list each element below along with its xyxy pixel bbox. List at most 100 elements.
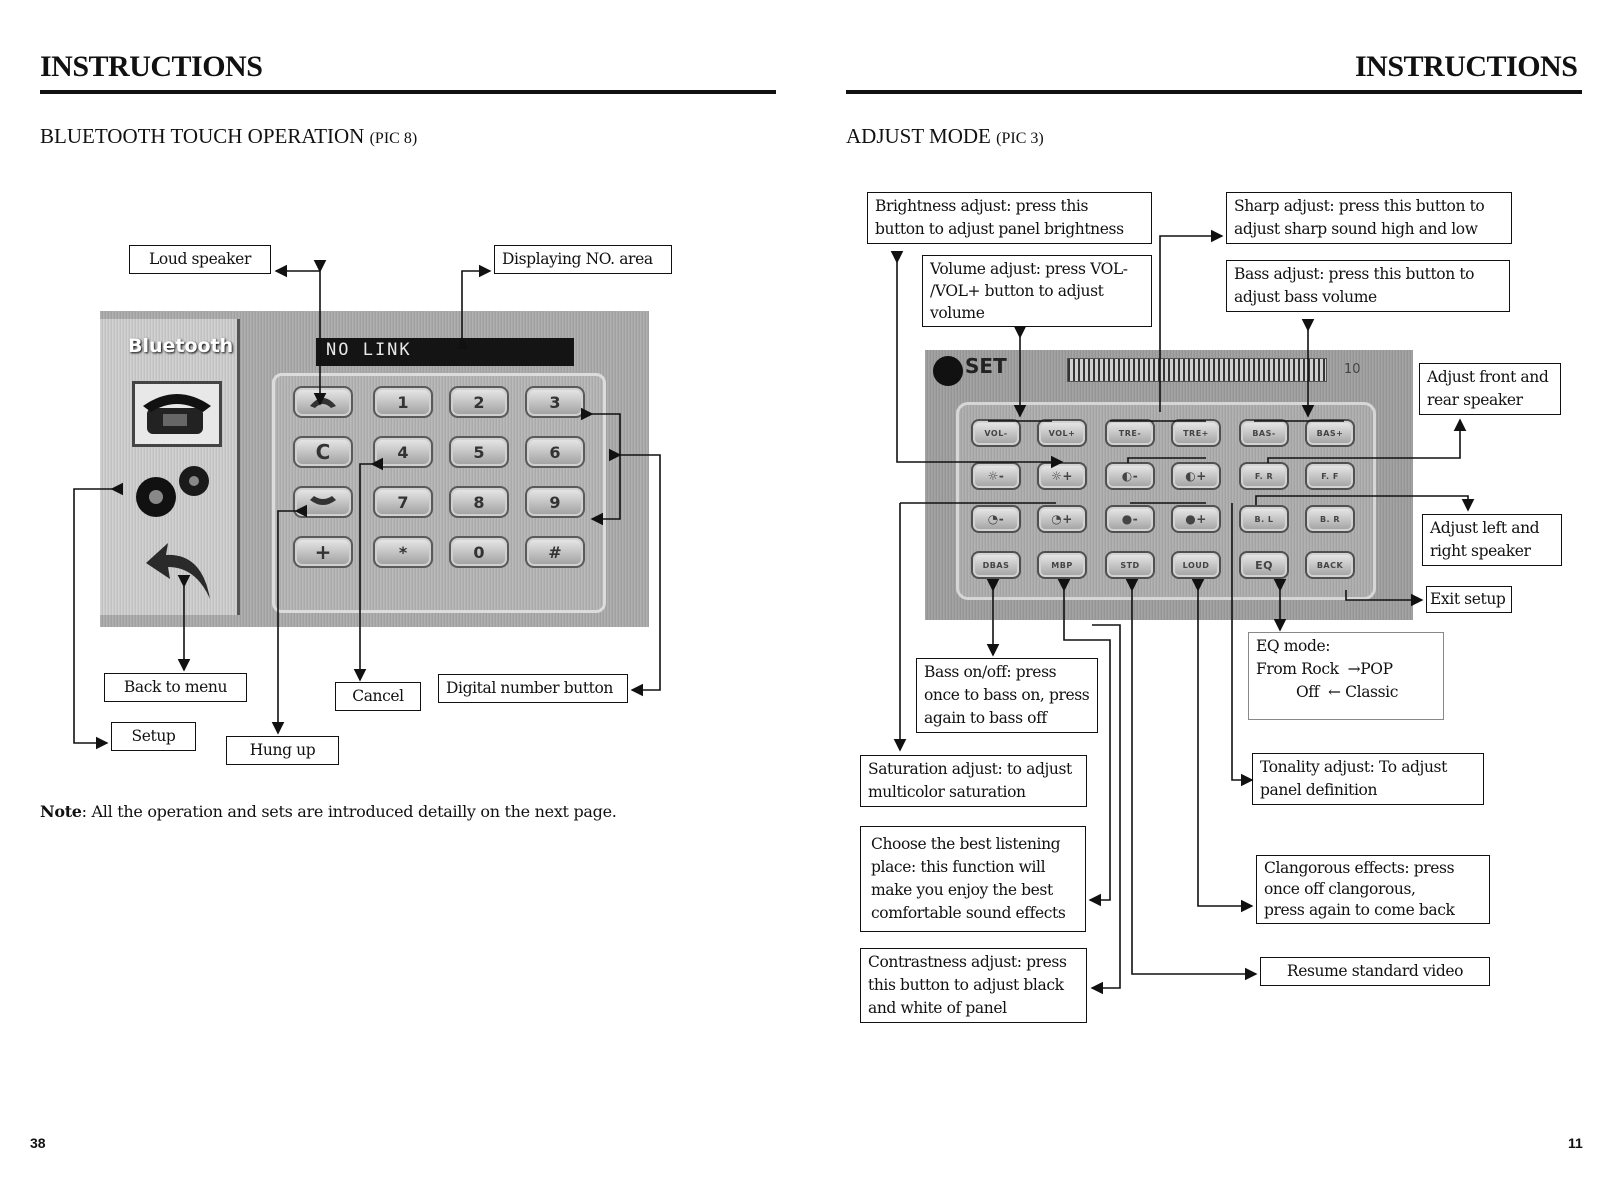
front-rear-key[interactable]: F. R xyxy=(1239,462,1289,490)
dbas-key[interactable]: DBAS xyxy=(971,551,1021,579)
left-right-line-2: right speaker xyxy=(1430,542,1531,560)
back-left-key[interactable]: B. L xyxy=(1239,505,1289,533)
bluetooth-side-menu: Bluetooth xyxy=(100,319,240,615)
resume-standard-video-callout: Resume standard video xyxy=(1260,957,1490,986)
clangorous-line-3: press again to come back xyxy=(1264,901,1455,919)
eq-classic: Classic xyxy=(1345,683,1398,701)
adjust-title-text: ADJUST MODE xyxy=(846,124,991,148)
note-body: : All the operation and sets are introdu… xyxy=(81,802,617,821)
tre-minus-key[interactable]: TRE- xyxy=(1105,419,1155,447)
tonality-callout: Tonality adjust: To adjust panel definit… xyxy=(1252,753,1484,805)
hang-up-key[interactable] xyxy=(293,486,353,518)
front-rear-line-2: rear speaker xyxy=(1427,391,1523,409)
listening-place-callout: Choose the best listening place: this fu… xyxy=(860,826,1086,932)
key-2[interactable]: 2 xyxy=(449,386,509,418)
front-rear-callout: Adjust front and rear speaker xyxy=(1419,363,1561,415)
level-bar xyxy=(1067,358,1327,382)
adjust-section-title: ADJUST MODE (PIC 3) xyxy=(846,124,1044,149)
displaying-no-area-callout: Displaying NO. area xyxy=(494,245,672,274)
back-arrow-icon xyxy=(140,533,220,603)
eq-cycle-row-1: From Rock →POP xyxy=(1256,658,1436,681)
mbp-key[interactable]: MBP xyxy=(1037,551,1087,579)
tonality-minus-key[interactable]: ●- xyxy=(1105,505,1155,533)
contrast-plus-key[interactable]: ◐+ xyxy=(1171,462,1221,490)
left-header-rule xyxy=(40,90,776,94)
contrast-line-2: this button to adjust black xyxy=(868,976,1064,994)
std-key[interactable]: STD xyxy=(1105,551,1155,579)
key-4[interactable]: 4 xyxy=(373,436,433,468)
number-display-area: NO LINK xyxy=(316,338,574,366)
cancel-key[interactable]: C xyxy=(293,436,353,468)
left-page-header: INSTRUCTIONS xyxy=(40,50,263,83)
clangorous-line-1: Clangorous effects: press xyxy=(1264,859,1455,877)
key-hash[interactable]: # xyxy=(525,536,585,568)
tonality-line-2: panel definition xyxy=(1260,781,1378,799)
eq-cycle-row-2: Off ← Classic xyxy=(1256,681,1436,704)
front-front-key[interactable]: F. F xyxy=(1305,462,1355,490)
left-right-callout: Adjust left and right speaker xyxy=(1422,514,1562,566)
eq-arrow-right-icon: → xyxy=(1343,660,1361,678)
hung-up-callout: Hung up xyxy=(226,736,339,765)
level-value: 10 xyxy=(1344,362,1361,377)
note-label: Note xyxy=(40,802,82,821)
saturation-plus-key[interactable]: ◔+ xyxy=(1037,505,1087,533)
contrast-line-3: and white of panel xyxy=(868,999,1007,1017)
eq-arrow-left-icon: ← xyxy=(1323,683,1346,701)
contrast-line-1: Contrastness adjust: press xyxy=(868,953,1067,971)
saturation-line-2: multicolor saturation xyxy=(868,783,1026,801)
key-8[interactable]: 8 xyxy=(449,486,509,518)
brightness-line-2: button to adjust panel brightness xyxy=(875,220,1124,238)
eq-title: EQ mode: xyxy=(1256,637,1331,655)
note-text: Note: All the operation and sets are int… xyxy=(40,802,617,821)
bluetooth-keypad: 1 2 3 C 4 5 6 7 8 9 + * 0 # xyxy=(272,373,606,613)
bass-onoff-line-1: Bass on/off: press xyxy=(924,663,1057,681)
right-header-rule xyxy=(846,90,1582,94)
key-5[interactable]: 5 xyxy=(449,436,509,468)
adjust-pic-ref: (PIC 3) xyxy=(996,130,1044,147)
setup-callout: Setup xyxy=(111,722,196,751)
key-9[interactable]: 9 xyxy=(525,486,585,518)
right-page-header: INSTRUCTIONS xyxy=(1355,50,1578,83)
listening-line-1: Choose the best listening xyxy=(871,835,1061,853)
bluetooth-pic-ref: (PIC 8) xyxy=(369,130,418,147)
back-right-key[interactable]: B. R xyxy=(1305,505,1355,533)
right-page-number: 11 xyxy=(1568,1135,1583,1151)
bass-adjust-callout: Bass adjust: press this button to adjust… xyxy=(1226,260,1510,312)
sharp-line-2: adjust sharp sound high and low xyxy=(1234,220,1478,238)
gears-setup-icon xyxy=(122,459,222,523)
back-to-menu-callout: Back to menu xyxy=(104,673,247,702)
key-1[interactable]: 1 xyxy=(373,386,433,418)
bas-minus-key[interactable]: BAS- xyxy=(1239,419,1289,447)
loud-speaker-callout: Loud speaker xyxy=(129,245,271,274)
tonality-line-1: Tonality adjust: To adjust xyxy=(1260,758,1447,776)
bas-plus-key[interactable]: BAS+ xyxy=(1305,419,1355,447)
bluetooth-section-title: BLUETOOTH TOUCH OPERATION (PIC 8) xyxy=(40,124,417,149)
clangorous-callout: Clangorous effects: press once off clang… xyxy=(1256,855,1490,924)
bass-onoff-line-2: once to bass on, press xyxy=(924,686,1090,704)
bluetooth-screen-label: Bluetooth xyxy=(128,335,234,357)
telephone-icon xyxy=(132,381,222,447)
saturation-callout: Saturation adjust: to adjust multicolor … xyxy=(860,755,1087,807)
loud-key[interactable]: LOUD xyxy=(1171,551,1221,579)
listening-line-4: comfortable sound effects xyxy=(871,904,1066,922)
bass-onoff-line-3: again to bass off xyxy=(924,709,1047,727)
bass-line-1: Bass adjust: press this button to xyxy=(1234,265,1475,283)
cancel-callout: Cancel xyxy=(335,682,421,711)
sharp-callout: Sharp adjust: press this button to adjus… xyxy=(1226,192,1512,244)
bluetooth-title-text: BLUETOOTH TOUCH OPERATION xyxy=(40,124,365,148)
key-3[interactable]: 3 xyxy=(525,386,585,418)
brightness-callout: Brightness adjust: press this button to … xyxy=(867,192,1152,244)
tre-plus-key[interactable]: TRE+ xyxy=(1171,419,1221,447)
key-6[interactable]: 6 xyxy=(525,436,585,468)
front-rear-line-1: Adjust front and xyxy=(1427,368,1549,386)
left-right-line-1: Adjust left and xyxy=(1430,519,1540,537)
key-0[interactable]: 0 xyxy=(449,536,509,568)
exit-setup-callout: Exit setup xyxy=(1426,586,1512,613)
saturation-minus-key[interactable]: ◔- xyxy=(971,505,1021,533)
contrast-minus-key[interactable]: ◐- xyxy=(1105,462,1155,490)
listening-line-3: make you enjoy the best xyxy=(871,881,1053,899)
eq-key[interactable]: EQ xyxy=(1239,551,1289,579)
back-key[interactable]: BACK xyxy=(1305,551,1355,579)
tonality-plus-key[interactable]: ●+ xyxy=(1171,505,1221,533)
